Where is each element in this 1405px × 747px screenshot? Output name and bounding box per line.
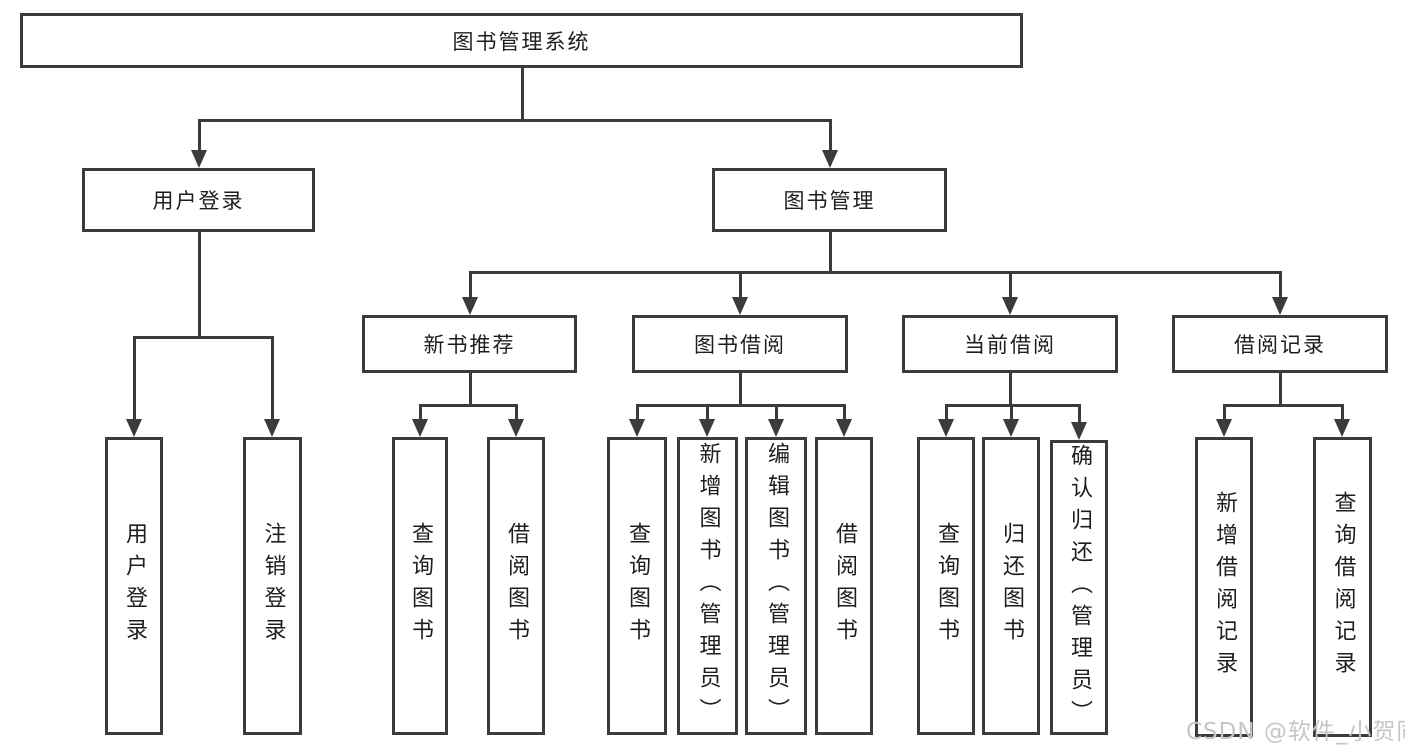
node-user-login: 用户登录 [82,168,315,232]
leaf-query-books-recommend: 查询图书 [392,437,448,735]
connector-line [739,373,742,406]
arrowhead-icon [1334,419,1350,437]
connector-line [469,271,1282,274]
connector-line [1279,373,1282,406]
connector-line [419,404,518,407]
node-root: 图书管理系统 [20,13,1023,68]
connector-line [636,404,846,407]
connector-line [521,68,524,120]
connector-line [198,119,201,151]
connector-line [198,119,832,122]
arrowhead-icon [412,419,428,437]
node-label: 借阅图书 [504,522,529,650]
node-label: 确认归还（管理员） [1067,443,1092,732]
leaf-borrow-books-borrowing: 借阅图书 [815,437,873,735]
node-label: 查询图书 [625,522,650,650]
leaf-return-books: 归还图书 [982,437,1040,735]
leaf-edit-books-admin: 编辑图书（管理员） [745,437,807,735]
arrowhead-icon [191,150,207,168]
csdn-watermark: CSDN @软件_小贺同学 [1186,719,1405,745]
arrowhead-icon [508,419,524,437]
arrowhead-icon [938,419,954,437]
node-label: 归还图书 [999,522,1024,650]
leaf-query-books-borrowing: 查询图书 [607,437,667,735]
node-label: 图书管理系统 [452,29,591,54]
arrowhead-icon [1071,422,1087,440]
connector-line [1009,373,1012,406]
node-current-borrowing: 当前借阅 [902,315,1118,373]
node-new-book-recommendation: 新书推荐 [362,315,577,373]
node-label: 当前借阅 [964,333,1056,357]
connector-line [469,271,472,298]
arrowhead-icon [732,297,748,315]
leaf-confirm-return-admin: 确认归还（管理员） [1050,440,1108,735]
connector-line [829,119,832,151]
connector-line [1009,271,1012,298]
connector-line [945,404,948,420]
leaf-borrow-books-recommend: 借阅图书 [487,437,545,735]
connector-line [843,404,846,420]
connector-line [775,404,778,420]
arrowhead-icon [126,419,142,437]
arrowhead-icon [836,419,852,437]
arrowhead-icon [264,419,280,437]
node-borrowing-records: 借阅记录 [1172,315,1388,373]
connector-line [1223,404,1344,407]
arrowhead-icon [1002,297,1018,315]
node-label: 用户登录 [152,189,245,213]
connector-line [945,404,1081,407]
connector-line [1078,404,1081,423]
connector-line [198,232,201,338]
leaf-query-borrow-record: 查询借阅记录 [1313,437,1372,737]
arrowhead-icon [462,297,478,315]
node-label: 新增借阅记录 [1212,491,1237,683]
connector-line [469,373,472,406]
node-label: 查询图书 [408,522,433,650]
connector-line [636,404,639,420]
node-label: 图书管理 [783,189,876,213]
connector-line [1341,404,1344,420]
arrowhead-icon [1003,419,1019,437]
node-label: 查询图书 [934,522,959,650]
connector-line [1010,404,1013,420]
connector-line [706,404,709,420]
leaf-add-books-admin: 新增图书（管理员） [677,437,738,735]
connector-line [829,232,832,273]
arrowhead-icon [1216,419,1232,437]
arrowhead-icon [768,419,784,437]
connector-line [739,271,742,298]
node-label: 图书借阅 [694,333,786,357]
node-book-borrowing: 图书借阅 [632,315,848,373]
connector-line [1279,271,1282,298]
node-label: 新增图书（管理员） [695,442,721,730]
connector-line [419,404,422,420]
node-label: 新书推荐 [423,333,516,357]
arrowhead-icon [822,150,838,168]
arrowhead-icon [699,419,715,437]
leaf-add-borrow-record: 新增借阅记录 [1195,437,1253,737]
connector-line [133,336,274,339]
node-label: 编辑图书（管理员） [764,442,789,730]
connector-line [515,404,518,420]
connector-line [133,336,136,420]
arrowhead-icon [1272,297,1288,315]
leaf-query-books-current: 查询图书 [917,437,975,735]
arrowhead-icon [629,419,645,437]
node-label: 注销登录 [260,522,286,650]
node-label: 查询借阅记录 [1330,491,1356,683]
node-label: 用户登录 [122,522,147,650]
leaf-logout-login: 注销登录 [243,437,302,735]
connector-line [271,336,274,420]
connector-line [1223,404,1226,420]
node-book-management: 图书管理 [712,168,947,232]
node-label: 借阅图书 [832,522,857,650]
node-label: 借阅记录 [1234,333,1326,357]
leaf-user-login: 用户登录 [105,437,163,735]
